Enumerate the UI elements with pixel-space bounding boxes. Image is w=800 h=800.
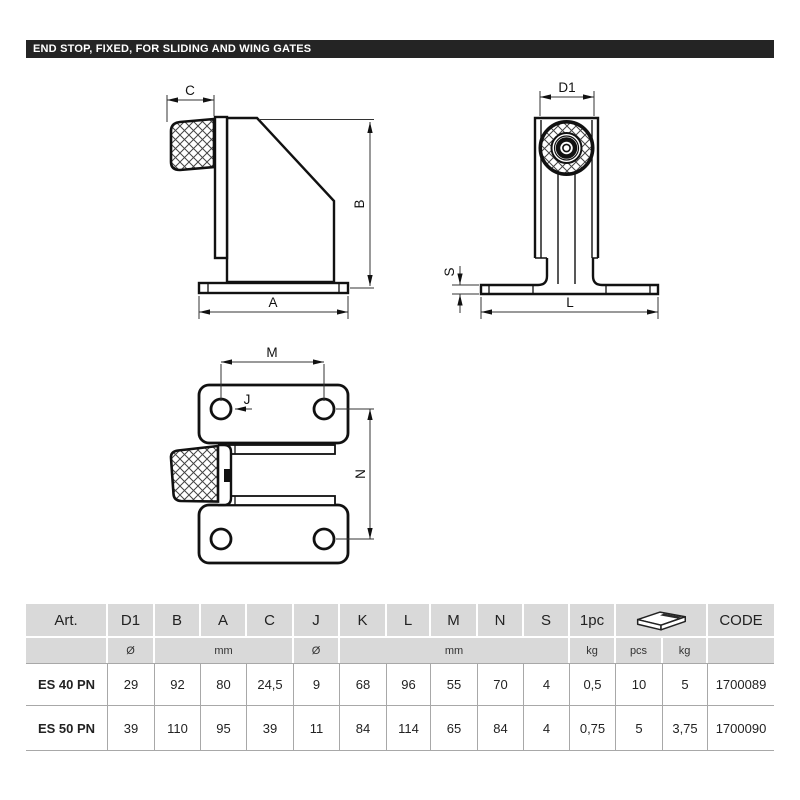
table-cell: 1700089	[708, 663, 774, 706]
table-cell: 5	[616, 706, 663, 751]
unit-cell: pcs	[616, 638, 663, 663]
table-cell: 65	[431, 706, 478, 751]
article-cell: ES 50 PN	[26, 706, 108, 751]
table-cell: 9	[294, 663, 340, 706]
dim-label-n: N	[353, 469, 368, 479]
table-cell: 92	[155, 663, 201, 706]
col-header-b: B	[155, 604, 201, 638]
table-cell: 39	[108, 706, 155, 751]
col-header-n: N	[478, 604, 524, 638]
col-header-code: CODE	[708, 604, 774, 638]
unit-cell	[26, 638, 108, 663]
dim-label-d1: D1	[558, 80, 575, 95]
side-view-drawing: C B A	[166, 83, 374, 319]
dim-label-l: L	[566, 295, 574, 310]
table-cell: 39	[247, 706, 294, 751]
mounting-hole	[209, 397, 233, 421]
dim-label-a: A	[268, 295, 277, 310]
table-cell: 4	[524, 706, 570, 751]
top-view-drawing: M J N	[169, 345, 374, 565]
unit-cell: mm	[155, 638, 294, 663]
dim-label-m: M	[266, 345, 277, 360]
col-header-s: S	[524, 604, 570, 638]
technical-drawings: C B A D1 S L	[166, 80, 660, 565]
unit-cell: kg	[663, 638, 708, 663]
table-cell: 11	[294, 706, 340, 751]
article-cell: ES 40 PN	[26, 663, 108, 706]
mounting-hole	[312, 397, 336, 421]
unit-cell: Ø	[294, 638, 340, 663]
table-cell: 84	[340, 706, 387, 751]
spec-table: Art. D1 B A C J K L M N S 1pc CODE Ø mm …	[26, 604, 774, 751]
col-header-art: Art.	[26, 604, 108, 638]
unit-cell: kg	[570, 638, 616, 663]
col-header-a: A	[201, 604, 247, 638]
col-header-l: L	[387, 604, 431, 638]
col-header-m: M	[431, 604, 478, 638]
table-cell: 70	[478, 663, 524, 706]
table-cell: 96	[387, 663, 431, 706]
col-header-package	[616, 604, 708, 638]
unit-cell: mm	[340, 638, 570, 663]
table-cell: 24,5	[247, 663, 294, 706]
table-cell: 95	[201, 706, 247, 751]
dim-label-s: S	[442, 267, 457, 276]
rubber-bumper-side	[169, 117, 216, 172]
table-cell: 0,5	[570, 663, 616, 706]
rubber-bumper-front	[538, 120, 595, 176]
table-cell: 84	[478, 706, 524, 751]
col-header-c: C	[247, 604, 294, 638]
table-cell: 80	[201, 663, 247, 706]
table-cell: 110	[155, 706, 201, 751]
table-cell: 5	[663, 663, 708, 706]
col-header-j: J	[294, 604, 340, 638]
table-cell: 68	[340, 663, 387, 706]
table-cell: 0,75	[570, 706, 616, 751]
table-cell: 114	[387, 706, 431, 751]
dim-label-c: C	[185, 83, 195, 98]
mounting-hole	[312, 527, 336, 551]
dim-label-b: B	[352, 199, 367, 208]
front-view-drawing: D1 S L	[442, 80, 660, 319]
bolt-mark	[224, 469, 230, 482]
table-cell: 3,75	[663, 706, 708, 751]
package-icon	[636, 610, 687, 631]
page-title: END STOP, FIXED, FOR SLIDING AND WING GA…	[26, 40, 774, 58]
col-header-d1: D1	[108, 604, 155, 638]
unit-cell: Ø	[108, 638, 155, 663]
rubber-bumper-top	[169, 444, 220, 503]
table-cell: 1700090	[708, 706, 774, 751]
unit-cell	[708, 638, 774, 663]
mounting-hole	[209, 527, 233, 551]
table-cell: 4	[524, 663, 570, 706]
dim-label-j: J	[244, 392, 251, 407]
col-header-1pc: 1pc	[570, 604, 616, 638]
table-cell: 10	[616, 663, 663, 706]
col-header-k: K	[340, 604, 387, 638]
table-cell: 55	[431, 663, 478, 706]
table-cell: 29	[108, 663, 155, 706]
